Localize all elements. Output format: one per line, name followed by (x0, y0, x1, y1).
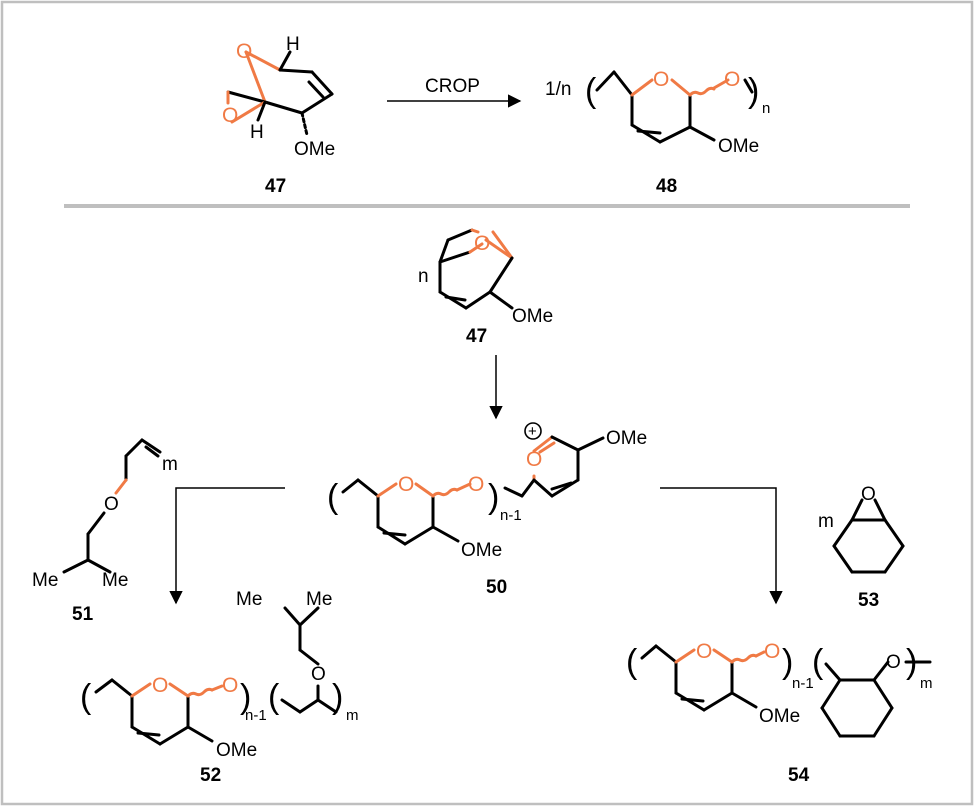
bracket-mid-left-52: ( (268, 678, 280, 716)
product-54: ( O O ) n-1 ( O ) m OMe 54 (626, 640, 933, 786)
h-atom-bottom: H (250, 122, 264, 143)
label-48: 48 (656, 176, 677, 197)
bracket-left-54: ( (626, 643, 638, 681)
methyl-right-52: Me (306, 589, 332, 610)
ome-group-48: OMe (718, 136, 759, 157)
label-47-top: 47 (265, 176, 286, 197)
m-coefficient-51: m (162, 454, 178, 475)
oxocarbenium-oxygen: O (526, 448, 542, 471)
index-n: n (762, 100, 770, 117)
ring-oxygen-52: O (152, 674, 168, 697)
n-coefficient: n (418, 266, 429, 287)
ome-group: OMe (294, 139, 335, 160)
label-50: 50 (486, 577, 507, 598)
bridge-oxygen-mid: O (474, 232, 490, 255)
bracket-right-52: ) (332, 678, 343, 716)
right-branch-arrow (660, 487, 783, 605)
index-m-54: m (920, 675, 933, 692)
bracket-right: ) (748, 72, 759, 110)
linker-oxygen-48: O (724, 68, 740, 91)
ome-group-50b: OMe (606, 428, 647, 449)
left-branch-arrow (169, 487, 285, 605)
linker-oxygen-54: O (764, 640, 780, 663)
ring-oxygen-50: O (398, 473, 414, 496)
label-51: 51 (72, 604, 94, 625)
ring-oxygen-54: O (696, 640, 712, 663)
bracket-mid-right-52: ) (240, 678, 251, 716)
coefficient-1-over-n: 1/n (545, 79, 571, 100)
bracket-right-50: ) (488, 478, 499, 516)
methyl-right-51: Me (102, 570, 128, 591)
ome-group-52: OMe (216, 740, 257, 761)
index-n-minus-1-54: n-1 (792, 675, 814, 692)
ether-oxygen-51: O (104, 494, 119, 515)
ring-oxygen-48: O (653, 68, 669, 91)
ether-oxygen-52: O (311, 664, 326, 685)
index-n-minus-1-50: n-1 (500, 507, 522, 524)
ome-group-50a: OMe (461, 540, 502, 561)
intermediate-50: ( O O ) n-1 OMe O + OMe 50 (327, 422, 647, 598)
bracket-mid-right-54: ) (782, 643, 793, 681)
oxygen-ring: O (222, 104, 238, 127)
bracket-right-54: ) (906, 643, 917, 681)
ome-group-mid: OMe (512, 306, 553, 327)
h-atom-top: H (286, 34, 300, 55)
methyl-left-51: Me (32, 570, 58, 591)
monomer-51: O m Me Me 51 (32, 438, 178, 625)
positive-charge-circle (524, 422, 542, 440)
product-52: ( O O ) n-1 ( O Me Me ) m OMe 52 (80, 589, 359, 786)
ether-oxygen-54: O (886, 652, 901, 673)
compound-47-top: O O H H OMe 47 (222, 34, 335, 197)
label-52: 52 (200, 765, 221, 786)
positive-charge: + (528, 423, 537, 440)
label-54: 54 (788, 765, 810, 786)
bracket-left-50: ( (327, 478, 339, 516)
methyl-left-52: Me (236, 589, 262, 610)
label-47-middle: 47 (466, 326, 487, 347)
linker-oxygen-52: O (222, 674, 238, 697)
polymer-48: 1/n ( O O ) n OMe 48 (545, 68, 770, 197)
label-53: 53 (858, 590, 879, 611)
oxygen-bridge: O (236, 40, 252, 63)
compound-47-middle: n O OMe 47 (418, 228, 553, 347)
epoxide-oxygen-53: O (861, 484, 876, 505)
bracket-left: ( (585, 72, 597, 110)
ome-group-54: OMe (759, 706, 800, 727)
m-coefficient-53: m (818, 511, 834, 532)
linker-oxygen-50: O (468, 473, 484, 496)
index-m-52: m (346, 707, 359, 724)
bracket-left-52: ( (80, 678, 92, 716)
bracket-mid-left-54: ( (812, 643, 824, 681)
crop-label: CROP (425, 76, 480, 97)
monomer-53: m O 53 (818, 484, 905, 611)
index-n-minus-1-52: n-1 (245, 707, 267, 724)
